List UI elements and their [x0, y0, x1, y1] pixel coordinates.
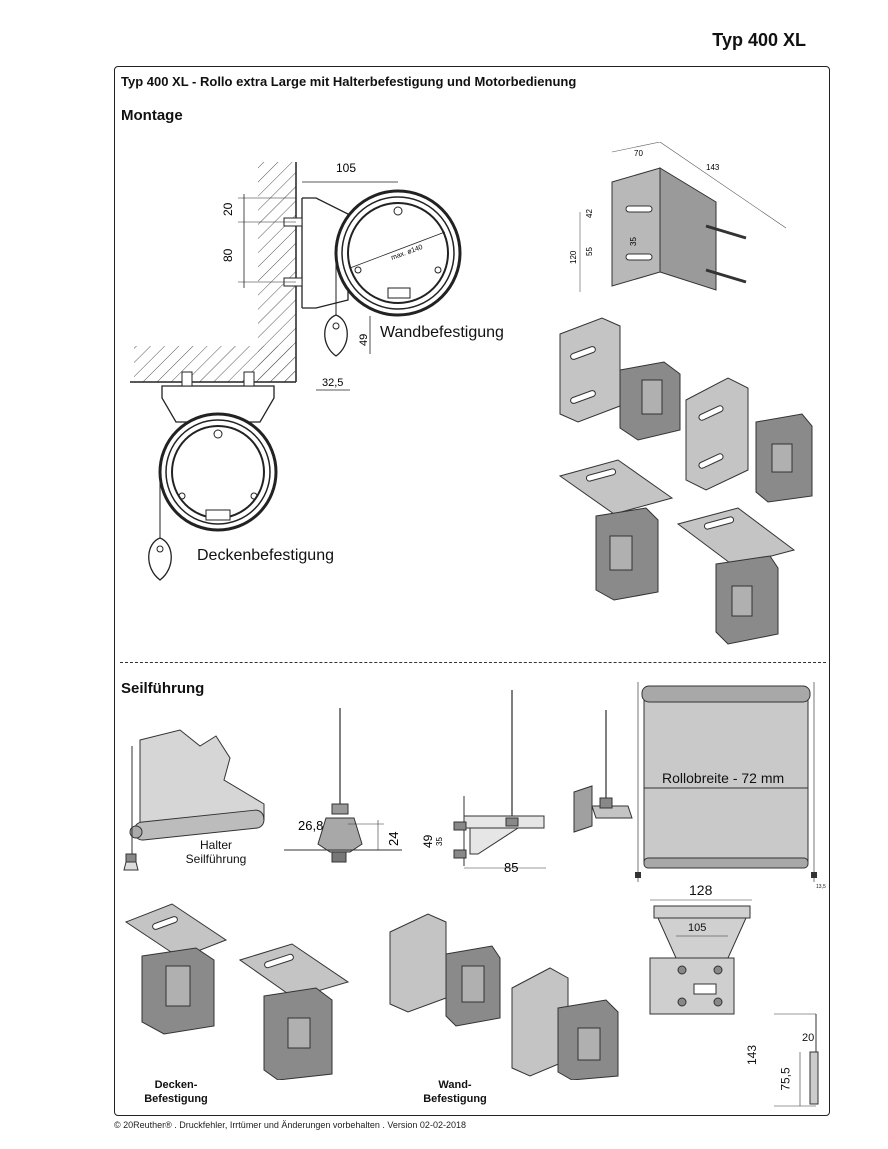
- section-divider: [120, 662, 826, 663]
- cord-guide-weight-drawing: 26,8 24: [284, 708, 402, 863]
- dim-85: 85: [504, 860, 518, 875]
- mounting-technical-drawing: max. ø140 105 20 80 49 32,5: [130, 161, 462, 581]
- side-dimension-drawing: [774, 1013, 819, 1107]
- ceiling-hatch: [134, 346, 296, 382]
- iso-dim-120: 120: [569, 250, 578, 264]
- dim-143-side: 143: [745, 1044, 760, 1066]
- wall-hatch: [258, 162, 296, 382]
- wall-fastening-line1: Wand-: [438, 1079, 472, 1091]
- iso-dim-70: 70: [634, 149, 643, 158]
- dim-35-seil: 35: [435, 837, 444, 846]
- ceiling-bracket-front-drawing: [649, 899, 752, 1015]
- dim-105: 105: [336, 161, 356, 175]
- ceiling-fastening-label: Decken- Befestigung: [126, 1078, 226, 1106]
- dim-80: 80: [221, 248, 235, 262]
- dim-20: 20: [221, 202, 235, 216]
- iso-dim-35: 35: [629, 237, 638, 246]
- roll-with-cord-holder: [123, 729, 265, 871]
- dim-128: 128: [689, 882, 713, 898]
- document-title: Typ 400 XL: [712, 30, 806, 50]
- holder-label: Halter Seilführung: [176, 838, 256, 866]
- dim-49: 49: [358, 334, 370, 346]
- iso-dim-55: 55: [585, 247, 594, 256]
- rollo-width-label: Rollobreite - 72 mm: [662, 770, 785, 786]
- ceiling-mount-label: Deckenbefestigung: [197, 547, 334, 564]
- ceiling-fastening-line1: Decken-: [154, 1079, 198, 1091]
- holder-label-line1: Halter: [199, 838, 232, 852]
- wall-fastening-label: Wand- Befestigung: [405, 1078, 505, 1106]
- iso-dim-42: 42: [585, 209, 594, 218]
- content-frame: [114, 66, 830, 1116]
- bottom-bracket-renderings: [124, 903, 619, 1080]
- dim-32-5: 32,5: [322, 377, 343, 389]
- wall-mount-label: Wandbefestigung: [380, 324, 504, 341]
- footer-copyright: © 20Reuther® . Druckfehler, Irrtümer und…: [114, 1120, 466, 1130]
- cord-holder-render: [573, 710, 633, 833]
- wall-fastening-line2: Befestigung: [423, 1093, 487, 1105]
- dim-105-seil: 105: [688, 922, 707, 934]
- dim-20-side: 20: [802, 1032, 815, 1044]
- dim-75-5-side: 75,5: [778, 1067, 793, 1091]
- holder-label-line2: Seilführung: [185, 852, 247, 866]
- ceiling-fastening-line2: Befestigung: [144, 1093, 208, 1105]
- dim-24: 24: [386, 832, 401, 846]
- section-title-montage: Montage: [121, 107, 183, 124]
- dim-26-8: 26,8: [298, 818, 323, 833]
- iso-dim-143: 143: [706, 163, 720, 172]
- bracket-renderings: [558, 317, 813, 645]
- section-title-seilfuehrung: Seilführung: [121, 680, 205, 697]
- dim-49-seil: 49: [421, 834, 435, 848]
- bracket-iso-dimension-drawing: 70 143 120 55 42 35: [569, 142, 787, 292]
- wall-holder-side-drawing: 85 49 35: [421, 690, 546, 875]
- rollo-small-dimension: 13,5: [816, 884, 826, 890]
- frame-title: Typ 400 XL - Rollo extra Large mit Halte…: [121, 74, 577, 89]
- rollo-front-view: [635, 682, 817, 882]
